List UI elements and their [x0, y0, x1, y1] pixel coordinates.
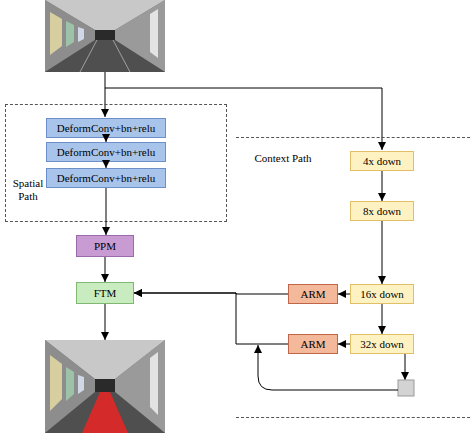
pool-arrow [405, 353, 406, 380]
attention-box: ARM [288, 334, 338, 354]
box-label: 32x down [360, 338, 404, 350]
photo-sign [150, 9, 158, 58]
photo-sign [66, 367, 74, 401]
flow-arrow [338, 344, 350, 345]
flow-arrow [382, 221, 383, 284]
box-label: PPM [94, 240, 116, 252]
photo-sign [66, 21, 74, 47]
photo-floor [45, 40, 165, 72]
global-pool-square [398, 380, 414, 396]
box-label: 4x down [363, 155, 401, 167]
group-label: Context Path [243, 152, 323, 165]
path-group: Context Path4x down8x downARM16x downARM… [236, 137, 470, 418]
photo-rail [80, 40, 97, 72]
group-label: Spatial Path [7, 177, 49, 203]
flow-arrow [382, 171, 383, 201]
box-label: DeformConv+bn+relu [57, 122, 156, 134]
downsample-box: 32x down [350, 334, 414, 354]
pyramid-pooling-box: PPM [76, 235, 134, 257]
output-photo [45, 340, 165, 433]
photo-tunnel-end [95, 30, 115, 40]
photo-sign [78, 27, 84, 42]
flow-arrow [338, 294, 350, 295]
photo-rail [113, 40, 130, 72]
photo-sign [150, 352, 158, 415]
conv-box: DeformConv+bn+relu [46, 118, 166, 138]
box-label: 16x down [360, 288, 404, 300]
photo-tunnel-end [95, 379, 115, 392]
photo-sign [78, 375, 84, 394]
attention-box: ARM [288, 284, 338, 304]
output-arrow [105, 304, 106, 340]
fusion-box: FTM [76, 282, 134, 304]
box-label: DeformConv+bn+relu [57, 146, 156, 158]
box-label: FTM [94, 287, 117, 299]
segmented-track [82, 392, 128, 433]
input-photo [45, 0, 165, 72]
flow-arrow [105, 257, 106, 282]
flow-arrow [106, 188, 107, 235]
flow-arrow [134, 293, 288, 294]
conv-box: DeformConv+bn+relu [46, 142, 166, 162]
downsample-box: 4x down [350, 151, 414, 171]
box-label: DeformConv+bn+relu [57, 172, 156, 184]
downsample-box: 16x down [350, 284, 414, 304]
downsample-box: 8x down [350, 201, 414, 221]
box-label: 8x down [363, 205, 401, 217]
photo-sign [50, 355, 62, 411]
input-arrow [105, 72, 106, 117]
box-label: ARM [300, 338, 325, 350]
flow-arrow [382, 304, 383, 334]
flow-arrow [134, 293, 288, 344]
path-group: Spatial PathDeformConv+bn+reluDeformConv… [5, 104, 227, 222]
photo-floor [45, 392, 165, 433]
conv-box: DeformConv+bn+relu [46, 168, 166, 188]
photo-sign [50, 12, 62, 55]
box-label: ARM [300, 288, 325, 300]
